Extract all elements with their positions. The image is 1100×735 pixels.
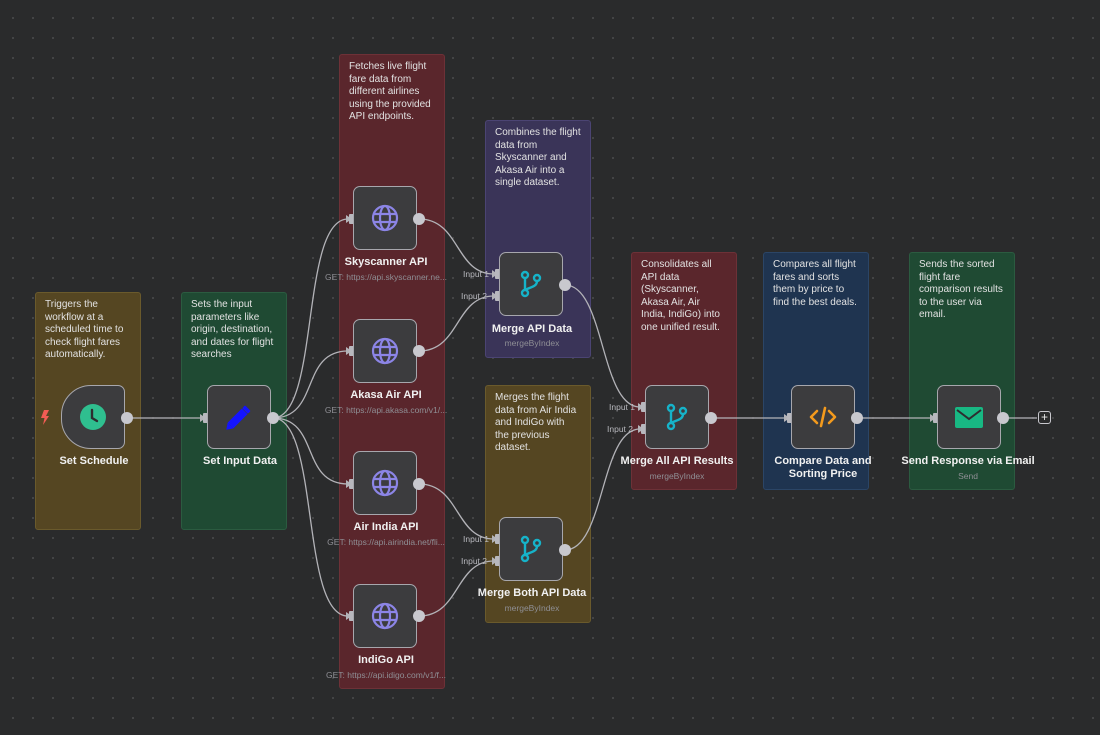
input-2-label: Input 2	[607, 424, 633, 434]
input-1-label: Input 1	[463, 269, 489, 279]
node-subtitle: GET: https://api.idigo.com/v1/f...	[326, 670, 446, 680]
input-2-label: Input 2	[461, 556, 487, 566]
input-port-2[interactable]	[495, 291, 500, 301]
sticky-note-email[interactable]: Sends the sorted flight fare comparison …	[909, 252, 1015, 490]
node-label: Send Response via Email	[901, 455, 1035, 467]
output-port[interactable]	[997, 412, 1009, 424]
node-label: Set Input Data	[203, 455, 277, 467]
connection-merge-both-to-merge-all[interactable]	[564, 428, 641, 551]
node-label: Merge Both API Data	[477, 587, 587, 599]
node-send-email[interactable]	[937, 385, 1001, 449]
globe-icon	[371, 469, 399, 497]
connection-skyscanner-to-merge[interactable]	[418, 218, 495, 275]
sticky-note-text: Triggers the workflow at a scheduled tim…	[45, 299, 124, 360]
sticky-note-compare[interactable]: Compares all flight fares and sorts them…	[763, 252, 869, 490]
connection-input-to-airindia[interactable]	[272, 417, 349, 485]
input-port-2[interactable]	[641, 424, 646, 434]
input-port[interactable]	[349, 611, 354, 621]
output-port[interactable]	[413, 610, 425, 622]
output-port[interactable]	[559, 279, 571, 291]
node-set-schedule[interactable]	[61, 385, 125, 449]
connection-akasa-to-merge[interactable]	[418, 295, 495, 352]
input-1-label: Input 1	[463, 534, 489, 544]
output-port[interactable]	[121, 412, 133, 424]
node-akasa-air-api[interactable]	[353, 319, 417, 383]
connection-airindia-to-merge-both[interactable]	[418, 483, 495, 540]
node-label: Skyscanner API	[344, 256, 428, 268]
node-air-india-api[interactable]	[353, 451, 417, 515]
node-label: Merge All API Results	[620, 455, 734, 467]
node-subtitle: mergeByIndex	[504, 603, 560, 613]
sticky-note-text: Sends the sorted flight fare comparison …	[919, 259, 1003, 320]
node-label: IndiGo API	[358, 654, 414, 666]
sticky-note-text: Compares all flight fares and sorts them…	[773, 259, 857, 308]
node-label: Set Schedule	[59, 455, 129, 467]
connection-input-to-akasa[interactable]	[272, 350, 349, 419]
sticky-note-merge1[interactable]: Combines the flight data from Skyscanner…	[485, 120, 591, 358]
envelope-icon	[955, 406, 983, 428]
node-merge-both-api-data[interactable]	[499, 517, 563, 581]
input-port-1[interactable]	[495, 269, 500, 279]
connection-input-to-skyscanner[interactable]	[272, 218, 349, 419]
node-label: Akasa Air API	[350, 389, 422, 401]
globe-icon	[371, 337, 399, 365]
pencil-icon	[226, 405, 251, 430]
merge-icon	[520, 535, 542, 563]
node-subtitle: GET: https://api.airindia.net/fli...	[327, 537, 445, 547]
input-port-1[interactable]	[495, 534, 500, 544]
node-subtitle: mergeByIndex	[649, 471, 705, 481]
clock-icon	[80, 404, 106, 430]
connection-indigo-to-merge-both[interactable]	[418, 560, 495, 617]
node-merge-all-api-results[interactable]	[645, 385, 709, 449]
output-port[interactable]	[851, 412, 863, 424]
node-set-input-data[interactable]	[207, 385, 271, 449]
output-port[interactable]	[413, 345, 425, 357]
output-port[interactable]	[267, 412, 279, 424]
sticky-note-text: Consolidates all API data (Skyscanner, A…	[641, 259, 720, 333]
connection-input-to-indigo[interactable]	[272, 417, 349, 617]
input-port[interactable]	[933, 413, 938, 423]
input-port-2[interactable]	[495, 556, 500, 566]
output-port[interactable]	[413, 213, 425, 225]
node-subtitle: GET: https://api.skyscanner.ne...	[325, 272, 447, 282]
merge-icon	[666, 403, 688, 431]
trigger-bolt-icon	[41, 410, 49, 425]
node-compare-data[interactable]	[791, 385, 855, 449]
sticky-note-merge-all[interactable]: Consolidates all API data (Skyscanner, A…	[631, 252, 737, 490]
output-port[interactable]	[559, 544, 571, 556]
input-2-label: Input 2	[461, 291, 487, 301]
sticky-note-text: Combines the flight data from Skyscanner…	[495, 127, 581, 188]
sticky-note-merge2[interactable]: Merges the flight data from Air India an…	[485, 385, 591, 623]
node-label: Air India API	[353, 521, 419, 533]
node-indigo-api[interactable]	[353, 584, 417, 648]
node-subtitle: mergeByIndex	[504, 338, 560, 348]
input-port[interactable]	[787, 413, 792, 423]
node-label: Compare Data and Sorting Price	[774, 455, 872, 480]
add-node-button[interactable]: +	[1038, 411, 1051, 424]
globe-icon	[371, 602, 399, 630]
code-icon	[809, 406, 837, 428]
sticky-note-text: Fetches live flight fare data from diffe…	[349, 61, 431, 122]
input-port[interactable]	[203, 413, 208, 423]
output-port[interactable]	[413, 478, 425, 490]
node-label: Merge API Data	[491, 323, 573, 335]
input-port[interactable]	[349, 214, 354, 224]
input-port[interactable]	[349, 479, 354, 489]
output-port[interactable]	[705, 412, 717, 424]
connection-merge-to-merge-all[interactable]	[564, 284, 641, 408]
node-merge-api-data[interactable]	[499, 252, 563, 316]
input-1-label: Input 1	[609, 402, 635, 412]
sticky-note-text: Sets the input parameters like origin, d…	[191, 299, 274, 360]
input-port-1[interactable]	[641, 402, 646, 412]
merge-icon	[520, 270, 542, 298]
node-subtitle: GET: https://api.akasa.com/v1/...	[324, 405, 448, 415]
node-subtitle: Send	[958, 471, 978, 481]
node-skyscanner-api[interactable]	[353, 186, 417, 250]
sticky-note-text: Merges the flight data from Air India an…	[495, 392, 577, 453]
globe-icon	[371, 204, 399, 232]
input-port[interactable]	[349, 346, 354, 356]
